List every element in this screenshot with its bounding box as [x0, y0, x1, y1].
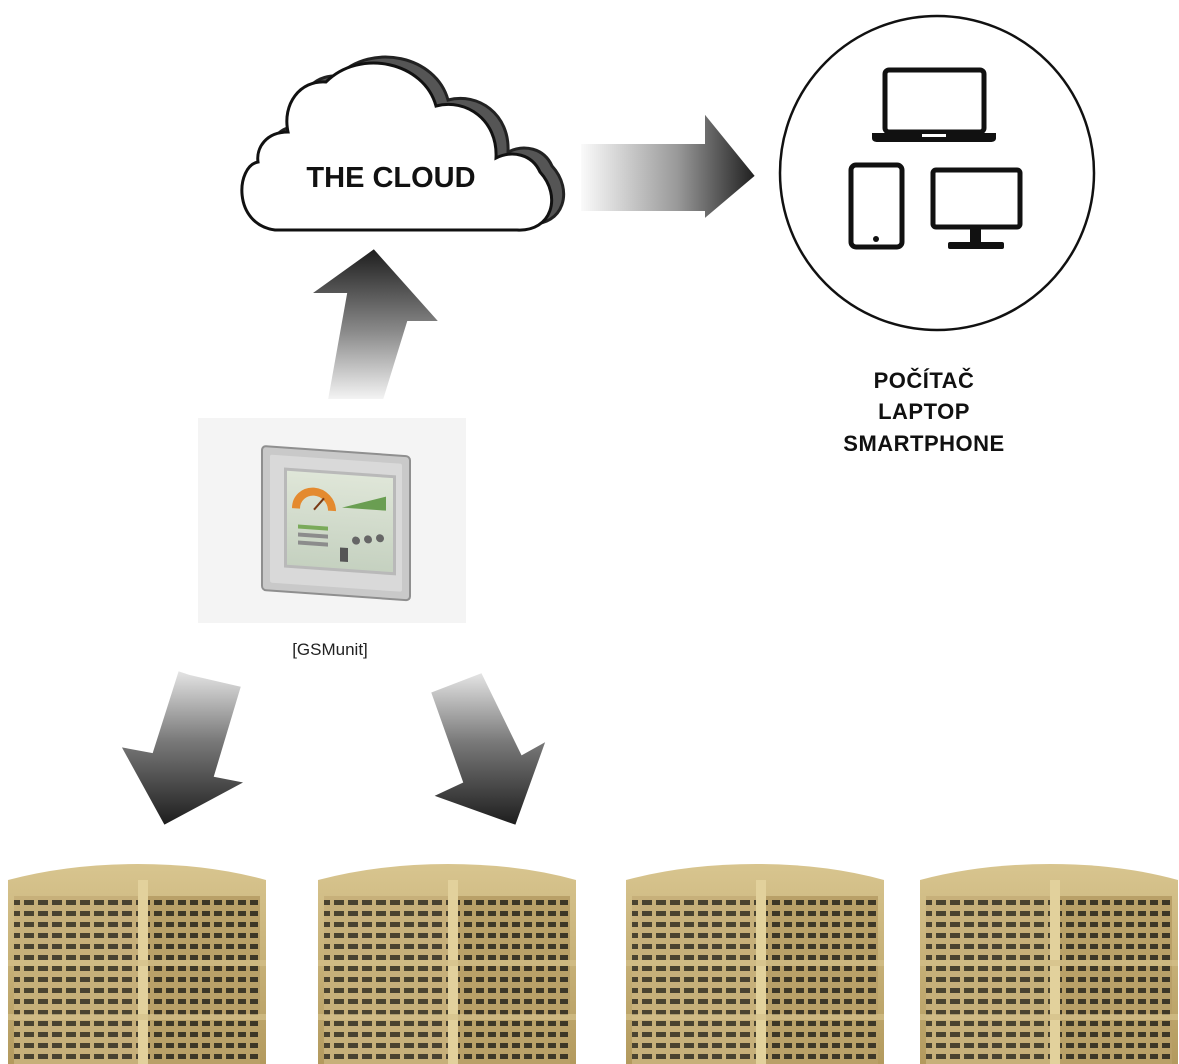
arrow-controller-to-cooler-left: [118, 668, 249, 828]
cooler-unit: [920, 864, 1178, 1064]
cooler-unit: [626, 864, 884, 1064]
cloud-label: THE CLOUD: [306, 162, 475, 194]
arrow-controller-to-cloud: [306, 246, 443, 401]
devices-circle: [778, 14, 1096, 332]
laptop-icon: [872, 67, 996, 142]
controller-label: [GSMunit]: [292, 640, 368, 659]
monitor-icon: [930, 167, 1023, 249]
cooler-unit: [8, 864, 266, 1064]
controller-panel: [GSMunit]: [198, 418, 466, 659]
devices-label-line1: POČÍTAČ: [874, 368, 975, 393]
cloud: THE CLOUD: [240, 55, 566, 232]
devices-group: POČÍTAČ LAPTOP SMARTPHONE: [778, 14, 1096, 456]
controller-device: [261, 445, 411, 602]
cooler-unit: [318, 864, 576, 1064]
devices-label-line3: SMARTPHONE: [843, 431, 1004, 456]
arrow-cloud-to-devices: [579, 109, 758, 223]
tablet-icon: [848, 162, 905, 250]
devices-label-line2: LAPTOP: [878, 399, 970, 424]
arrow-controller-to-cooler-right: [428, 670, 549, 828]
cloud-shape: [240, 61, 554, 232]
cooler-row: [8, 864, 1178, 1064]
